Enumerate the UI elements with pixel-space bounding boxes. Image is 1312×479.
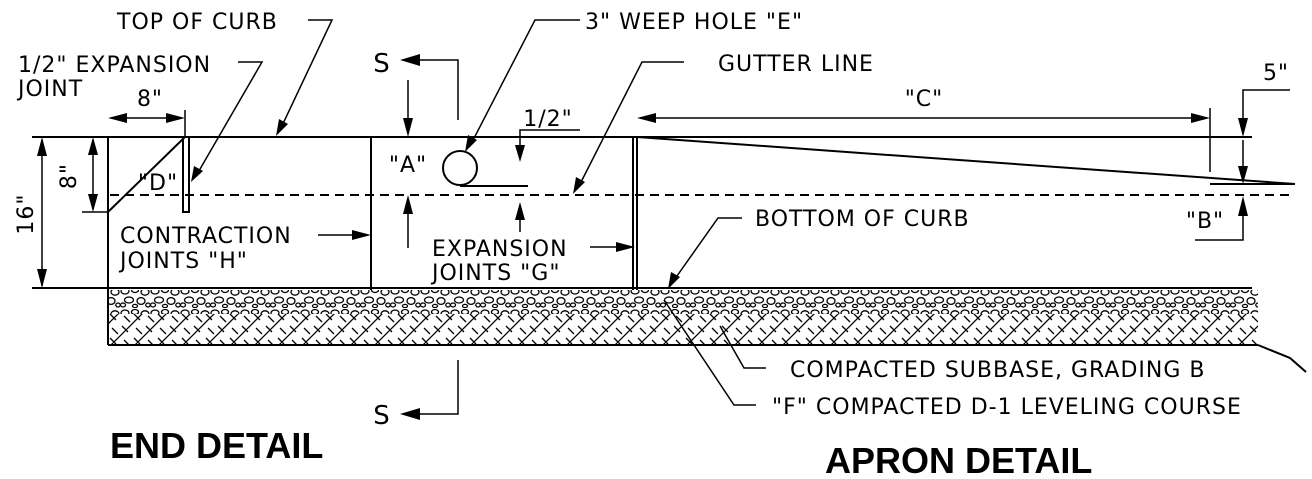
dim-c (637, 108, 1211, 172)
leader-lines (191, 19, 766, 406)
gutter-line-leader (577, 61, 684, 189)
dim-8-horizontal-label: 8" (137, 87, 163, 112)
section-marker-bottom (400, 360, 459, 420)
subbase-layers (107, 290, 1307, 373)
expansion-joint-label-2: JOINT (16, 77, 83, 102)
dim-8-vertical-label: 8" (57, 163, 82, 189)
top-of-curb-leader (279, 19, 334, 131)
dim-half-inch (515, 129, 580, 232)
contraction-label-2: JOINTS "H" (118, 249, 248, 274)
apron-detail-title: APRON DETAIL (825, 440, 1092, 479)
dim-8-horizontal (108, 110, 186, 137)
dim-16-label: 16" (14, 193, 39, 234)
section-top-label: S (373, 49, 391, 79)
expansion-joints-label-1: EXPANSION (432, 237, 568, 262)
gutter-line-label: GUTTER LINE (718, 52, 874, 77)
dim-5-label: 5" (1263, 61, 1289, 86)
dim-16 (37, 137, 47, 288)
leveling-course-leader (663, 299, 756, 406)
bottom-of-curb-leader (671, 217, 742, 284)
top-of-curb-label: TOP OF CURB (116, 10, 278, 35)
section-bottom-label: S (373, 401, 391, 431)
dim-a (403, 80, 413, 248)
section-marker-top (400, 54, 459, 120)
subbase-label: COMPACTED SUBBASE, GRADING B (790, 358, 1205, 383)
expansion-joint-label-1: 1/2" EXPANSION (18, 53, 211, 78)
bottom-of-curb-label: BOTTOM OF CURB (755, 207, 970, 232)
break-line (1257, 344, 1307, 373)
expansion-joint-filler (182, 136, 190, 213)
contraction-label-1: CONTRACTION (120, 224, 292, 249)
end-detail-title: END DETAIL (110, 425, 323, 466)
dim-8-vertical (82, 137, 108, 213)
label-d: "D" (138, 171, 178, 196)
weep-hole-leader (469, 19, 580, 147)
weep-hole-circle (442, 150, 478, 186)
curb-body (32, 136, 1296, 290)
leveling-course-label: "F" COMPACTED D-1 LEVELING COURSE (772, 395, 1242, 420)
expansion-joints-label-2: JOINTS "G" (430, 261, 560, 286)
expansion-joint-leader (195, 61, 264, 177)
label-b: "B" (1186, 209, 1224, 234)
leveling-course-gravel (108, 290, 1258, 314)
end-chamfer-line (107, 136, 186, 213)
label-a: "A" (389, 153, 427, 178)
weep-hole-label: 3" WEEP HOLE "E" (585, 10, 803, 35)
apron-slope-line (636, 136, 1296, 185)
dim-half-label: 1/2" (523, 107, 573, 132)
subbase-leader (719, 325, 766, 369)
label-c: "C" (905, 87, 944, 112)
dim-5-b (1195, 89, 1290, 241)
